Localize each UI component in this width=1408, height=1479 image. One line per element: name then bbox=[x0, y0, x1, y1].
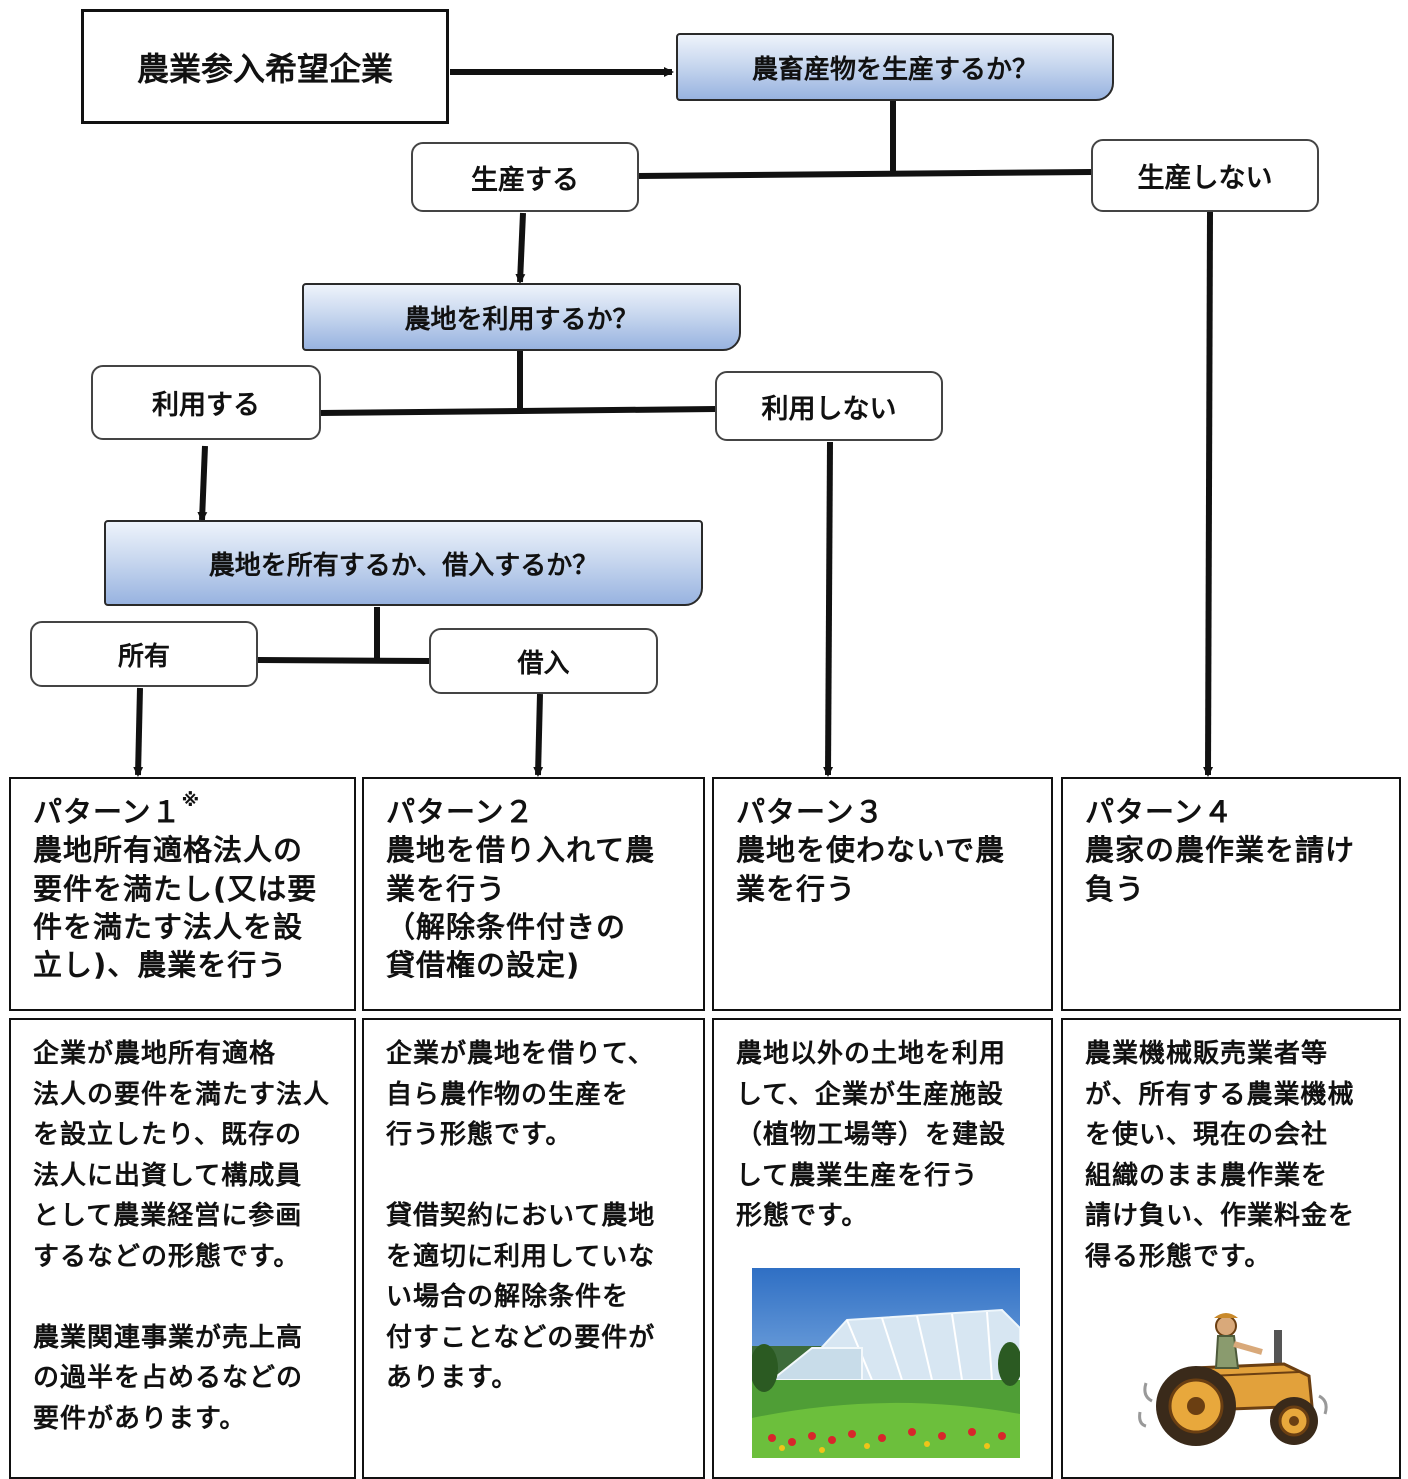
pattern-4-box: パターン４ 農家の農作業を請け 負う bbox=[1061, 777, 1401, 1011]
start-node: 農業参入希望企業 bbox=[81, 9, 449, 124]
pattern-2-box: パターン２ 農地を借り入れて農 業を行う （解除条件付きの 貸借権の設定) bbox=[362, 777, 705, 1011]
pattern-4-text: 農家の農作業を請け 負う bbox=[1085, 833, 1356, 906]
answer-not-use: 利用しない bbox=[715, 371, 943, 441]
own-to-p1-arrow bbox=[133, 687, 144, 777]
pattern-3-text: 農地を使わないで農 業を行う bbox=[736, 833, 1006, 906]
pattern-4-description: 農業機械販売業者等 が、所有する農業機械 を使い、現在の会社 組織のまま農作業を… bbox=[1061, 1018, 1401, 1479]
start-label: 農業参入希望企業 bbox=[136, 49, 393, 88]
question-own-or-lease-label: 農地を所有するか、借入するか？ bbox=[208, 550, 599, 581]
pattern-4-title: パターン４ bbox=[1085, 795, 1234, 829]
answer-lease-label: 借入 bbox=[517, 648, 570, 679]
answer-not-produce: 生産しない bbox=[1091, 139, 1319, 212]
q2-branch bbox=[319, 406, 717, 416]
pattern-2-title: パターン２ bbox=[386, 795, 535, 829]
pattern-3-box: パターン３ 農地を使わないで農 業を行う bbox=[712, 777, 1053, 1011]
lease-to-p2-arrow bbox=[533, 693, 544, 777]
pattern-1-text: 農地所有適格法人の 要件を満たし(又は要 件を満たす法人を設 立し)、農業を行う bbox=[33, 833, 318, 983]
answer-own-label: 所有 bbox=[117, 641, 170, 672]
question-use-farmland: 農地を利用するか？ bbox=[302, 283, 741, 351]
answer-use: 利用する bbox=[91, 365, 321, 440]
pattern-2-description: 企業が農地を借りて、 自ら農作物の生産を 行う形態です。 貸借契約において農地 … bbox=[362, 1018, 705, 1479]
note-mark: ※ bbox=[181, 790, 201, 811]
q1-branch bbox=[637, 169, 1093, 179]
pattern-1-title: パターン１※ bbox=[33, 790, 201, 829]
answer-produce-label: 生産する bbox=[471, 164, 579, 196]
use-to-q3-arrow bbox=[197, 445, 208, 522]
answer-lease: 借入 bbox=[429, 628, 658, 694]
answer-produce: 生産する bbox=[411, 142, 639, 212]
pattern-1-box: パターン１※ 農地所有適格法人の 要件を満たし(又は要 件を満たす法人を設 立し… bbox=[9, 777, 356, 1011]
answer-not-use-label: 利用しない bbox=[761, 393, 897, 425]
no-use-to-p3-arrow bbox=[823, 441, 834, 777]
pattern-1-description: 企業が農地所有適格 法人の要件を満たす法人 を設立したり、既存の 法人に出資して… bbox=[9, 1018, 356, 1479]
question-own-or-lease: 農地を所有するか、借入するか？ bbox=[104, 520, 703, 606]
produce-to-q2-arrow bbox=[515, 212, 526, 284]
question-produce: 農畜産物を生産するか？ bbox=[676, 33, 1114, 101]
answer-use-label: 利用する bbox=[152, 390, 260, 421]
question-produce-label: 農畜産物を生産するか？ bbox=[751, 54, 1038, 85]
answer-own: 所有 bbox=[30, 621, 258, 687]
no-produce-to-p4-arrow bbox=[1203, 211, 1214, 777]
pattern-3-title: パターン３ bbox=[736, 795, 885, 829]
q3-branch bbox=[257, 657, 431, 664]
question-use-farmland-label: 農地を利用するか？ bbox=[404, 304, 639, 335]
greenhouse-photo bbox=[752, 1268, 1020, 1458]
answer-not-produce-label: 生産しない bbox=[1137, 163, 1273, 194]
pattern-2-text: 農地を借り入れて農 業を行う （解除条件付きの 貸借権の設定) bbox=[386, 833, 656, 983]
tractor-illustration bbox=[1138, 1313, 1328, 1446]
